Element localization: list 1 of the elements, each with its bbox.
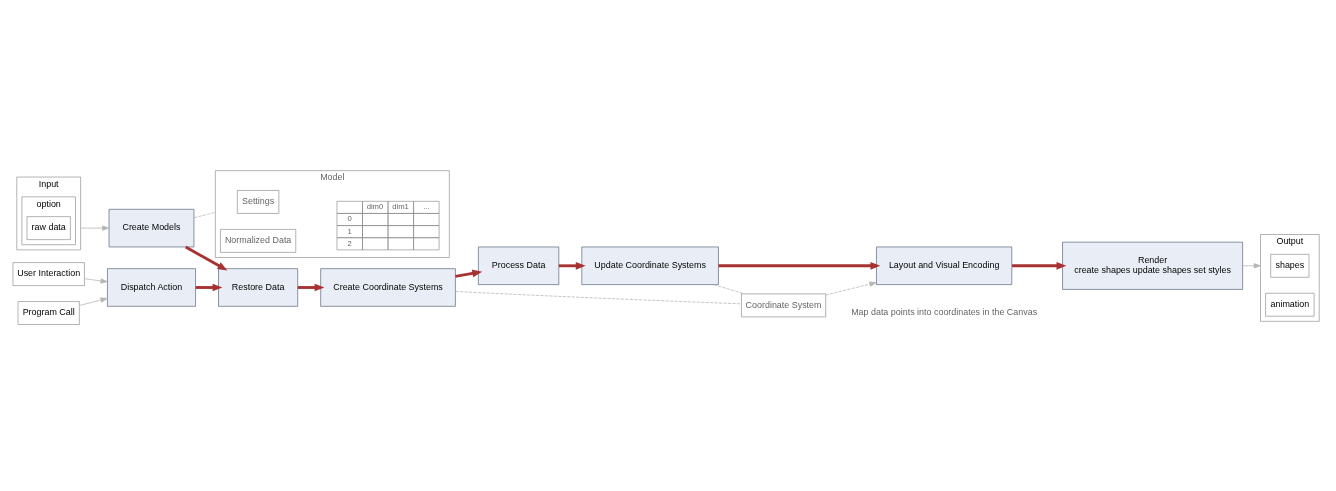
label: Map data points into coordinates in the Canvas (851, 306, 1038, 317)
